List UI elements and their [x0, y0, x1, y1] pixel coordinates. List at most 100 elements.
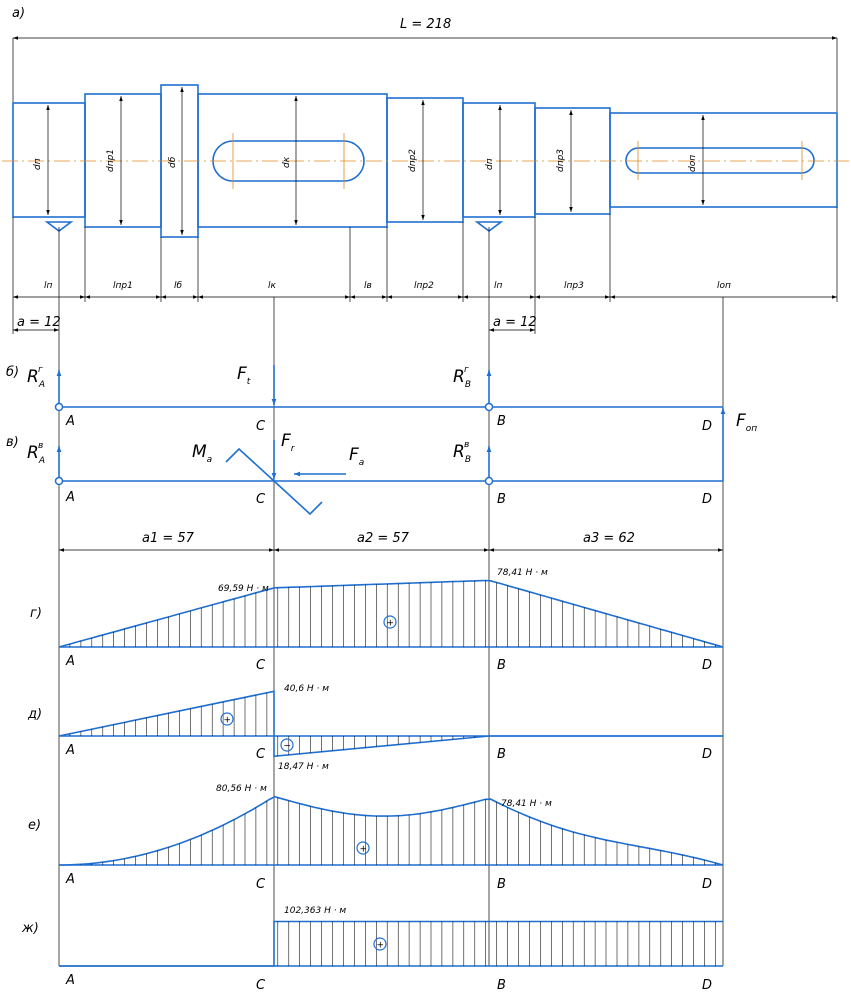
length-label-lpr2: lпр2: [414, 281, 434, 291]
support-b-icon: [484, 476, 494, 486]
torque-diagram: [59, 920, 723, 967]
panel-label-a: а): [12, 6, 25, 21]
diameter-label-dpr3: dпр3: [556, 149, 566, 172]
moment-diagram-horizontal: [58, 579, 724, 648]
point-label-a: A: [65, 973, 75, 988]
reaction-rb-h-label: RBг: [453, 365, 471, 390]
point-label-b: B: [497, 978, 506, 993]
key-point-lines: [58, 227, 724, 966]
keyway-small: [625, 147, 815, 174]
support-a-icon: [54, 402, 64, 412]
force-ft-label: Ft: [237, 364, 251, 387]
diameter-label-dk: dк: [282, 156, 292, 168]
plus-sign-icon: +: [383, 615, 397, 629]
panel-label-d: д): [27, 707, 42, 722]
span-label-a2: a2 = 57: [357, 531, 410, 546]
svg-text:+: +: [360, 845, 368, 855]
moment-curve: [59, 795, 724, 866]
reaction-ra-h-label: RAг: [27, 365, 45, 390]
panel-label-g: г): [30, 606, 42, 621]
length-label-lpr3: lпр3: [564, 281, 584, 291]
moment-value-d-c-up: 40,6 Н · м: [284, 684, 329, 694]
length-label-lpr1: lпр1: [113, 281, 133, 291]
point-label-d: D: [702, 978, 712, 993]
moment-value-e-b: 78,41 Н · м: [501, 799, 552, 809]
panel-label-v: в): [6, 435, 19, 450]
force-fop-label: Fоп: [736, 411, 757, 434]
plus-sign-icon: +: [356, 841, 370, 855]
point-label-a: A: [65, 414, 75, 429]
panel-label-e: е): [28, 818, 41, 833]
span-label-a3: a3 = 62: [583, 531, 635, 546]
moment-value-e-c: 80,56 Н · м: [216, 784, 267, 794]
length-dimensions: lп lпр1 lб lк lв lпр2 lп lпр3 lоп: [12, 207, 838, 334]
moment-value-d-c-down: 18,47 Н · м: [278, 762, 329, 772]
total-length-label: L = 218: [400, 17, 451, 32]
minus-sign-icon: −: [280, 738, 294, 752]
point-label-a: A: [65, 743, 75, 758]
support-a-icon: [54, 476, 64, 486]
moment-curve: [59, 920, 723, 967]
point-label-a: A: [65, 872, 75, 887]
svg-text:−: −: [284, 742, 292, 752]
length-label-lv: lв: [364, 281, 372, 291]
diameter-label-dp1: dп: [33, 158, 43, 170]
moment-curve: [58, 579, 724, 648]
svg-text:+: +: [387, 619, 395, 629]
diameter-dimensions: dп dпр1 dб dк dпр2 dп dпр3 dоп: [33, 87, 705, 235]
point-label-c: C: [256, 492, 266, 507]
panel-label-b: б): [6, 365, 19, 380]
point-label-b: B: [497, 877, 506, 892]
force-fr-label: Fr: [281, 431, 296, 454]
length-label-lop: lоп: [717, 281, 731, 291]
point-label-d: D: [702, 877, 712, 892]
total-length-dimension: L = 218: [12, 17, 838, 112]
bearing-support-icon: [44, 221, 74, 232]
span-label-a1: a1 = 57: [142, 531, 195, 546]
reaction-ra-v-label: RAв: [27, 441, 45, 466]
moment-diagram-total: [59, 795, 724, 866]
moment-value-g-b: 78,41 Н · м: [497, 568, 548, 578]
point-label-d: D: [702, 658, 712, 673]
diameter-label-dp2: dп: [485, 158, 495, 170]
length-label-lk: lк: [268, 281, 277, 291]
moment-diagram-vertical: [58, 690, 723, 758]
reaction-rb-v-label: RBв: [453, 440, 471, 465]
point-label-b: B: [497, 658, 506, 673]
point-label-d: D: [702, 419, 712, 434]
diameter-label-db: dб: [168, 156, 178, 168]
moment-curve: [58, 690, 723, 758]
point-label-d: D: [702, 492, 712, 507]
bearing-support-icon: [474, 221, 504, 232]
moment-value-g-c: 69,59 Н · м: [218, 584, 269, 594]
point-label-c: C: [256, 419, 266, 434]
support-b-icon: [484, 402, 494, 412]
force-fa-label: Fa: [349, 445, 364, 468]
length-label-lb: lб: [174, 281, 183, 291]
point-label-a: A: [65, 490, 75, 505]
panel-label-zh: ж): [21, 921, 39, 936]
plus-sign-icon: +: [373, 937, 387, 951]
svg-text:+: +: [224, 716, 232, 726]
moment-value-zh: 102,363 Н · м: [284, 906, 346, 916]
moment-ma-arrow: [225, 447, 323, 516]
point-label-d: D: [702, 747, 712, 762]
point-label-b: B: [497, 414, 506, 429]
point-label-b: B: [497, 747, 506, 762]
offset-dimensions: a = 12 a = 12: [13, 315, 537, 332]
moment-ma-label: Ma: [192, 442, 212, 465]
point-label-b: B: [497, 492, 506, 507]
offset-label-a-right: a = 12: [493, 315, 537, 330]
svg-text:+: +: [377, 941, 385, 951]
point-label-c: C: [256, 877, 266, 892]
point-label-c: C: [256, 978, 266, 993]
point-label-c: C: [256, 747, 266, 762]
span-dimensions: a1 = 57 a2 = 57 a3 = 62: [59, 531, 723, 552]
offset-label-a-left: a = 12: [17, 315, 61, 330]
shaft-body: [2, 84, 849, 238]
point-label-c: C: [256, 658, 266, 673]
length-label-lp2: lп: [494, 281, 503, 291]
plus-sign-icon: +: [220, 712, 234, 726]
length-label-lp1: lп: [44, 281, 53, 291]
